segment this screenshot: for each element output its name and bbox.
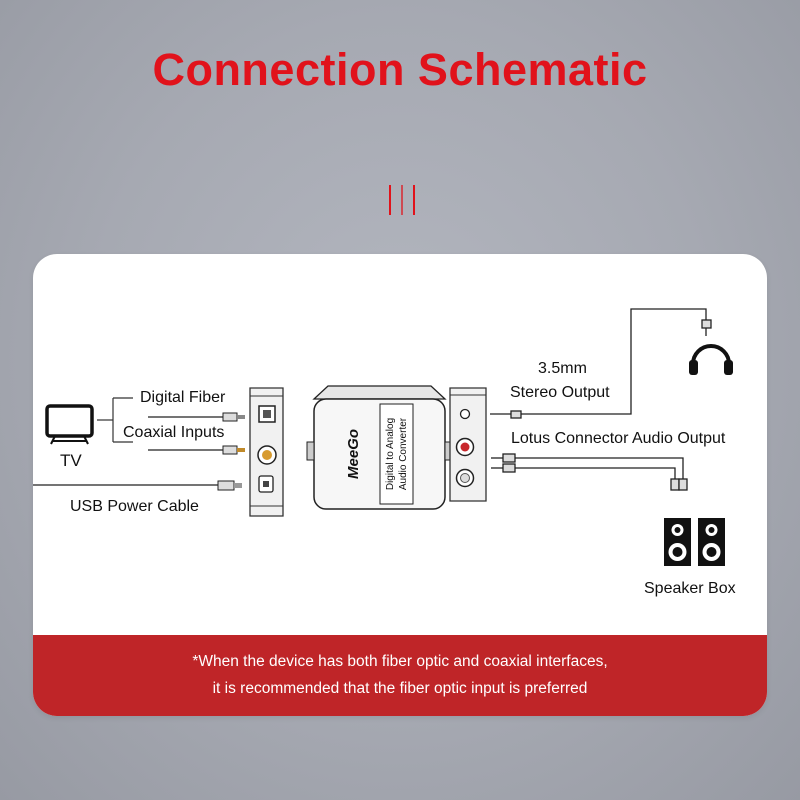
divider-marks	[389, 185, 415, 215]
footer-note-bar	[33, 635, 767, 716]
converter-device: MeeGo Digital to Analog Audio Converter	[306, 385, 453, 510]
device-text-line2: Audio Converter	[398, 417, 409, 490]
input-cables	[33, 412, 245, 491]
output-panel	[449, 387, 487, 502]
output-cables	[490, 308, 712, 491]
brand-logo: MeeGo	[345, 429, 362, 479]
tv-icon	[45, 404, 94, 445]
footer-note-line1: *When the device has both fiber optic an…	[192, 653, 608, 670]
device-text-line1: Digital to Analog	[385, 418, 396, 490]
lotus-output-label: Lotus Connector Audio Output	[511, 430, 726, 447]
schematic-card: MeeGo Digital to Analog Audio Converter	[33, 254, 767, 716]
speaker-box-label: Speaker Box	[644, 580, 736, 597]
stereo-output-line2: Stereo Output	[510, 384, 610, 401]
page-title: Connection Schematic	[152, 44, 648, 95]
headphones-icon	[689, 344, 733, 375]
usb-power-label: USB Power Cable	[70, 498, 199, 515]
input-bracket	[97, 397, 133, 443]
digital-fiber-label: Digital Fiber	[140, 389, 226, 406]
tv-label: TV	[60, 451, 82, 470]
connection-diagram: MeeGo Digital to Analog Audio Converter	[33, 308, 733, 566]
footer-note-line2: it is recommended that the fiber optic i…	[212, 680, 588, 697]
coaxial-inputs-label: Coaxial Inputs	[123, 424, 225, 441]
speaker-icon	[664, 518, 725, 566]
input-panel	[249, 387, 284, 517]
stereo-output-line1: 3.5mm	[538, 360, 587, 377]
